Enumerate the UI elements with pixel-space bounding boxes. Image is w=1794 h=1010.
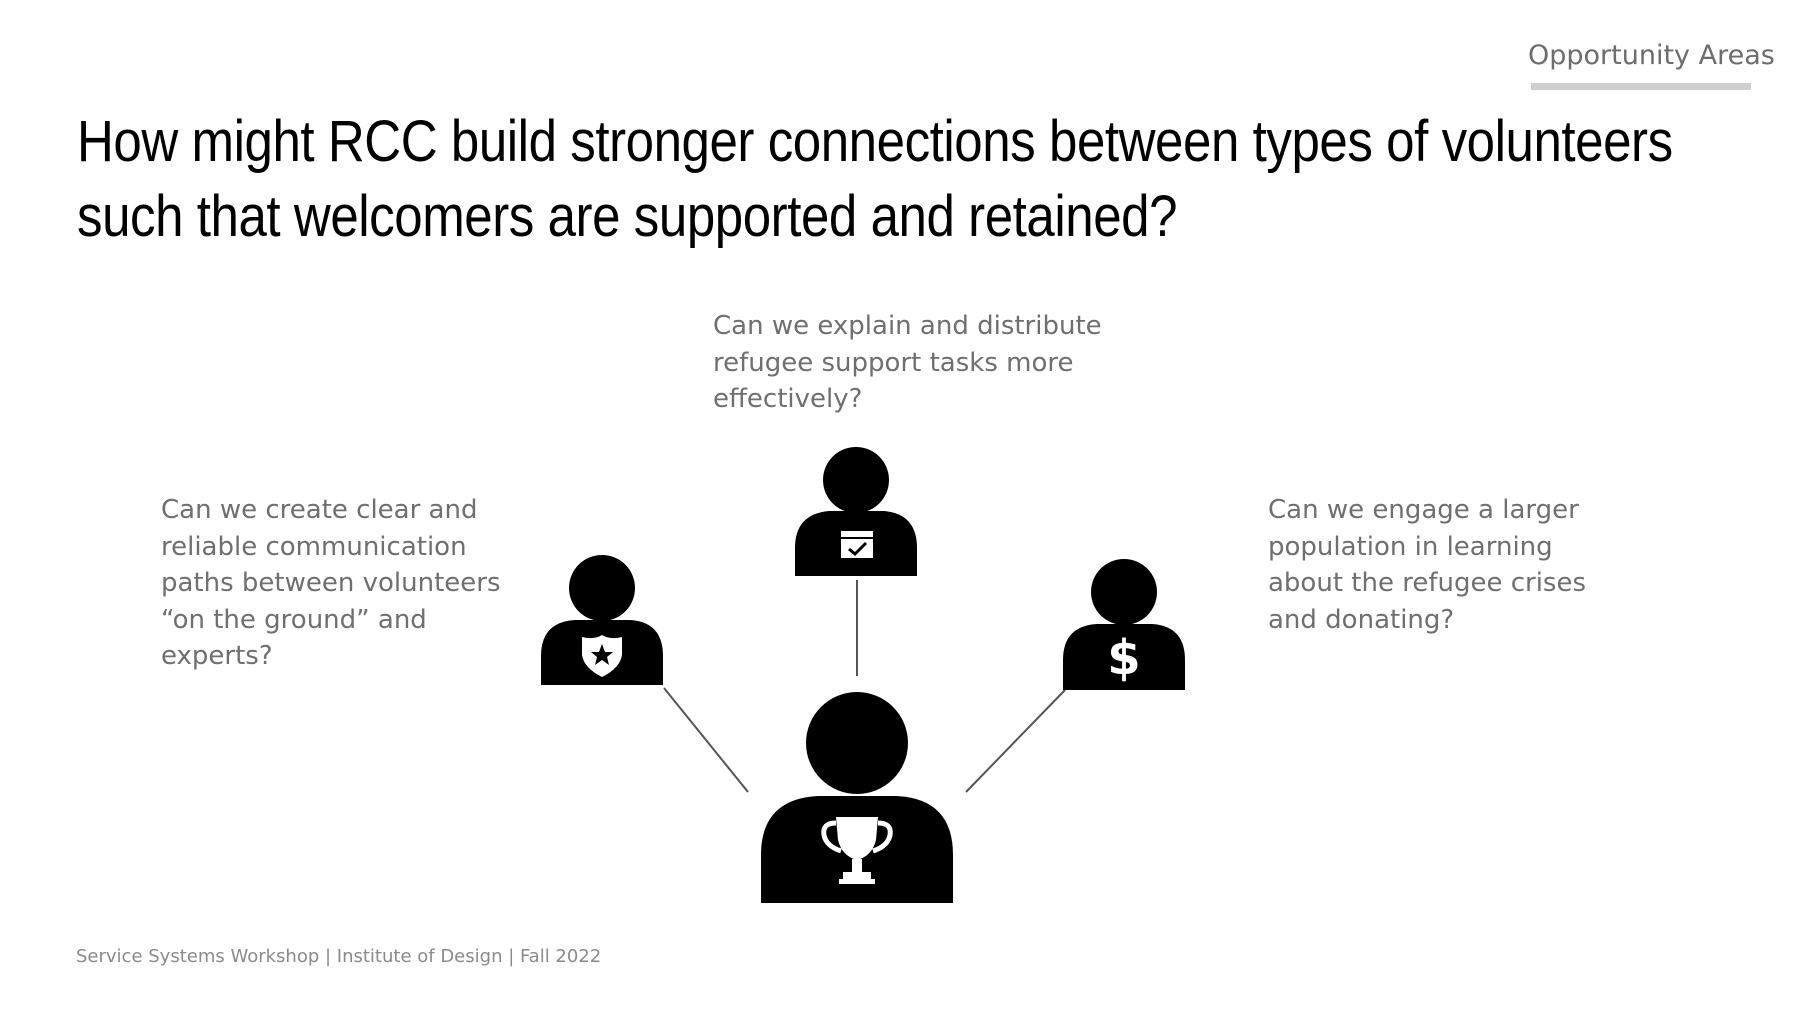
shield-star-icon xyxy=(582,635,622,677)
figure-head xyxy=(569,555,635,621)
question-right-line: population in learning xyxy=(1268,531,1553,562)
question-left: Can we create clear and reliable communi… xyxy=(161,492,501,675)
footer-credit: Service Systems Workshop | Institute of … xyxy=(76,946,602,967)
page-title-line-2: such that welcomers are supported and re… xyxy=(77,184,1178,249)
question-top-line: Can we explain and distribute xyxy=(713,311,1102,341)
question-top-line: refugee support tasks more xyxy=(713,347,1074,378)
section-label: Opportunity Areas xyxy=(1528,40,1775,71)
question-right-line: and donating? xyxy=(1268,604,1455,635)
question-left-line: Can we create clear and xyxy=(161,495,478,525)
question-left-line: experts? xyxy=(161,641,273,671)
connector-right xyxy=(965,689,1066,793)
figure-body xyxy=(1063,624,1185,690)
volunteer-figure-center xyxy=(761,692,953,903)
dollar-sign-icon: $ xyxy=(1107,630,1140,686)
page-title-line-1: How might RCC build stronger connections… xyxy=(77,109,1673,174)
volunteer-figure-top xyxy=(795,447,917,576)
connector-left xyxy=(663,687,749,793)
question-right-line: Can we engage a larger xyxy=(1268,495,1579,525)
figure-head xyxy=(806,692,908,794)
question-left-line: paths between volunteers xyxy=(161,568,501,598)
figure-head xyxy=(823,447,889,513)
question-left-line: “on the ground” and xyxy=(161,604,427,635)
section-underline xyxy=(1531,83,1751,90)
question-right-line: about the refugee crises xyxy=(1268,568,1587,598)
question-top-line: effectively? xyxy=(713,384,863,414)
page-title: How might RCC build stronger connections… xyxy=(77,104,1673,254)
question-right: Can we engage a larger population in lea… xyxy=(1268,492,1586,638)
volunteer-figure-left xyxy=(541,555,663,685)
question-top: Can we explain and distribute refugee su… xyxy=(713,308,1102,418)
figure-head xyxy=(1091,559,1157,625)
question-left-line: reliable communication xyxy=(161,531,467,562)
calendar-check-icon xyxy=(841,531,873,558)
volunteer-figure-right: $ xyxy=(1063,559,1185,690)
trophy-icon xyxy=(821,817,893,884)
